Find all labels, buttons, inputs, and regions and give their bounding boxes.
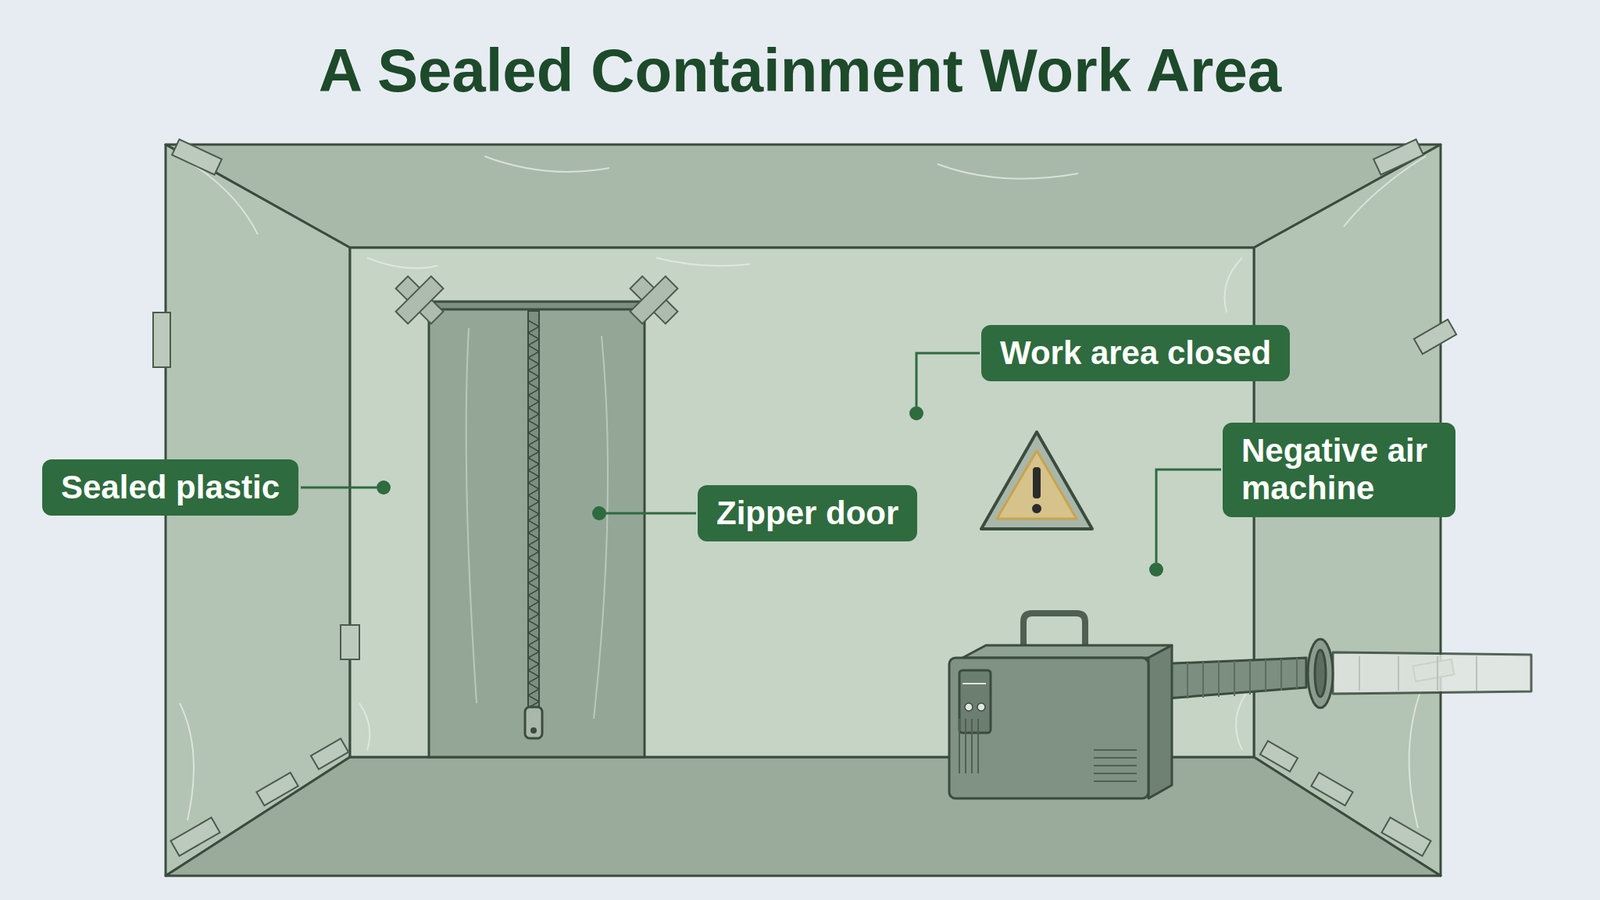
zipper-door-panel bbox=[428, 301, 645, 758]
negative-air-machine bbox=[949, 613, 1532, 799]
leader-lines bbox=[300, 353, 1222, 563]
callout-label: Work area closed bbox=[1000, 334, 1272, 372]
callout-box: Negative air machine bbox=[1222, 422, 1456, 518]
callout-label: Negative air machine bbox=[1241, 432, 1437, 508]
callout-box: Work area closed bbox=[981, 325, 1290, 382]
diagram-title: A Sealed Containment Work Area bbox=[0, 37, 1600, 105]
callout-label: Sealed plastic bbox=[60, 468, 280, 507]
door-tape bbox=[396, 276, 679, 325]
leader-dots bbox=[376, 406, 1164, 577]
callout-label: Zipper door bbox=[716, 494, 899, 533]
callout-box: Sealed plastic bbox=[42, 459, 299, 516]
tape-strips bbox=[153, 139, 1457, 856]
callout-box: Zipper door bbox=[697, 485, 918, 542]
warning-symbol bbox=[981, 432, 1093, 529]
